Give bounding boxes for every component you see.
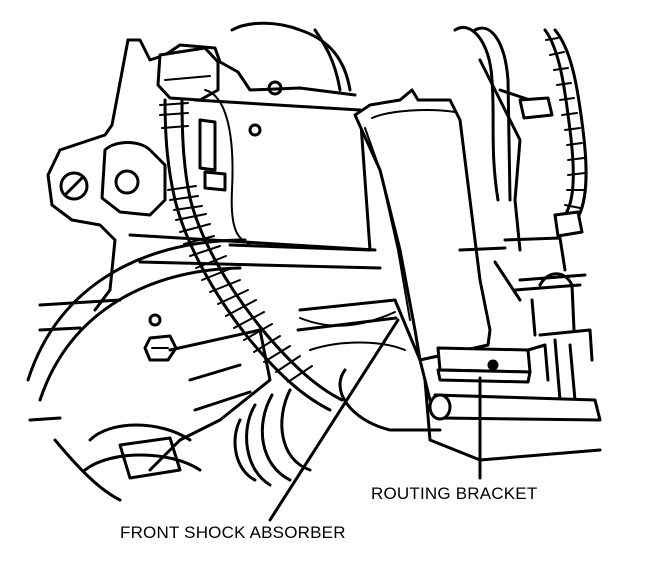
right-side-components [423, 26, 602, 462]
routing-bracket [436, 343, 550, 384]
front-shock-absorber-leader [268, 318, 400, 522]
front-shock-absorber [296, 88, 492, 432]
engine-block [38, 21, 382, 332]
brake-hose [156, 46, 344, 412]
front-shock-absorber-label: FRONT SHOCK ABSORBER [120, 523, 346, 542]
wheel-area [26, 238, 312, 502]
routing-bracket-label: ROUTING BRACKET [371, 484, 537, 503]
callout-leaders [268, 318, 482, 522]
